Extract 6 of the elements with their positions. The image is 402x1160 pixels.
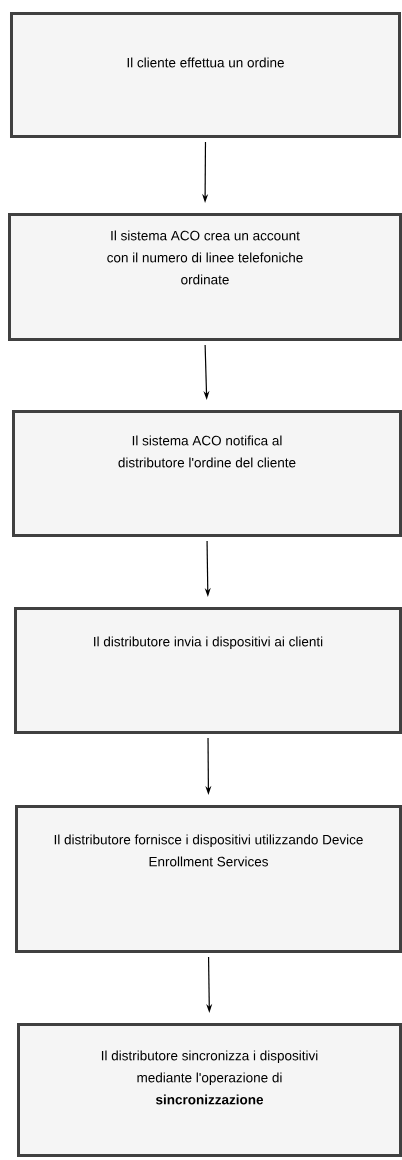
process-box: Il sistema ACO crea un account con il numero di linee telefoniche ordinate xyxy=(8,213,402,341)
process-box: Il distributore sincronizza i dispositivi mediante l'operazione di sincronizzazione xyxy=(17,1023,402,1157)
process-box: Il cliente effettua un ordine xyxy=(10,12,401,138)
process-box: Il sistema ACO notifica al distributore l'ordine del cliente xyxy=(12,410,402,537)
process-box: Il distributore invia i dispositivi ai clienti xyxy=(14,607,402,734)
process-box: Il distributore fornisce i dispositivi utilizzando Device Enrollment Services xyxy=(15,805,402,953)
